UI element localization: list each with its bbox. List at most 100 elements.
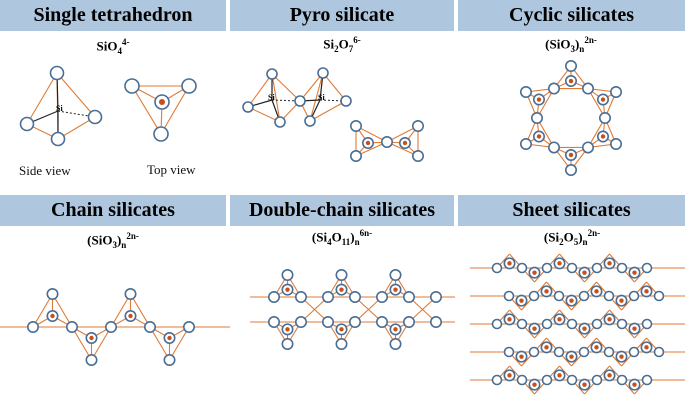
o-o-bond [271,73,301,102]
oxygen-atom [181,78,197,94]
formula-n: n [354,236,360,247]
title-sheet-silicates: Sheet silicates [458,195,685,226]
oxygen-atom [411,150,424,163]
silicon-atom [519,354,524,359]
silicon-atom [582,382,587,387]
title-chain-silicates: Chain silicates [0,195,226,226]
oxygen-atom [616,374,628,386]
silicon-atom [393,327,398,332]
o-o-bond [247,73,273,108]
oxygen-atom [402,290,415,303]
oxygen-atom [553,346,565,358]
o-o-bond [322,72,347,102]
silicon-atom [632,382,637,387]
oxygen-atom [591,374,603,386]
title-single-tetrahedron: Single tetrahedron [0,0,226,31]
silicon-atom [569,298,574,303]
silicon-atom [568,78,574,84]
oxygen-atom [294,290,307,303]
silicon-atom [544,289,549,294]
oxygen-atom [519,86,532,99]
formula-n: n [579,43,585,54]
formula-sub: 11 [341,236,351,247]
oxygen-atom [578,346,590,358]
oxygen-atom [50,131,66,147]
oxygen-atom [628,290,640,302]
oxygen-atom [389,337,402,350]
silicon-atom [644,289,649,294]
oxygen-atom [267,290,280,303]
o-o-bond [71,326,92,361]
oxygen-atom [553,290,565,302]
o-o-bond [131,85,162,135]
formula-sub: 4 [117,45,122,56]
o-o-bond [271,73,281,123]
oxygen-atom [429,290,442,303]
silicon-atom [393,287,398,292]
oxygen-atom [564,59,577,72]
oxygen-atom [19,116,35,132]
oxygen-atom [530,112,543,125]
silicon-atom [644,345,649,350]
oxygen-atom [628,346,640,358]
silicon-atom [600,97,606,102]
o-o-bond [32,293,53,328]
silicon-atom [582,270,587,275]
silicon-atom [568,152,574,158]
oxygen-atom [163,353,176,366]
oxygen-atom [281,337,294,350]
oxygen-atom [281,268,294,281]
formula-tail: ) [350,229,355,245]
oxygen-atom [321,315,334,328]
o-o-bond [299,72,324,102]
silicon-atom [632,270,637,275]
oxygen-atom [389,268,402,281]
oxygen-atom [304,115,316,127]
oxygen-atom [541,318,553,330]
oxygen-atom [503,290,515,302]
oxygen-atom [566,262,578,274]
o-o-bond [309,100,347,122]
oxygen-atom [516,262,528,274]
oxygen-atom [598,112,611,125]
oxygen-atom [183,320,196,333]
oxygen-atom [547,82,560,95]
silicon-atom [402,140,408,146]
oxygen-atom [616,262,628,274]
silicon-atom [89,335,94,341]
silicon-atom [532,326,537,331]
oxygen-atom [144,320,157,333]
o-o-bond [160,85,190,135]
oxygen-atom [653,346,665,358]
formula-mid: O [563,229,574,245]
formula-charge: 2n- [584,35,597,45]
formula-sub: 3 [570,43,575,54]
oxygen-atom [294,315,307,328]
oxygen-atom [402,315,415,328]
oxygen-atom [578,290,590,302]
formula-base: (Si [311,229,328,245]
oxygen-atom [317,67,329,79]
o-o-bond [91,326,112,361]
oxygen-atom [547,141,560,154]
oxygen-atom [348,290,361,303]
oxygen-atom [375,315,388,328]
oxygen-atom [566,374,578,386]
silicon-atom [50,313,55,319]
oxygen-atom [153,126,169,142]
formula-charge: 2n- [587,228,601,238]
o-o-bond [149,326,170,361]
atoms-layer [19,59,665,391]
silicon-atom [507,317,512,322]
oxygen-atom [124,287,137,300]
oxygen-atom [340,95,352,107]
formula-pyro-silicate: Si2O76- [292,35,392,54]
silicon-atom [594,289,599,294]
formula-base: (SiO [545,36,571,52]
formula-tail: ) [574,36,580,52]
oxygen-atom [641,374,653,386]
o-o-bond [56,72,96,118]
silicon-atom [339,327,344,332]
formula-charge: 4- [121,37,130,47]
oxygen-atom [267,315,280,328]
